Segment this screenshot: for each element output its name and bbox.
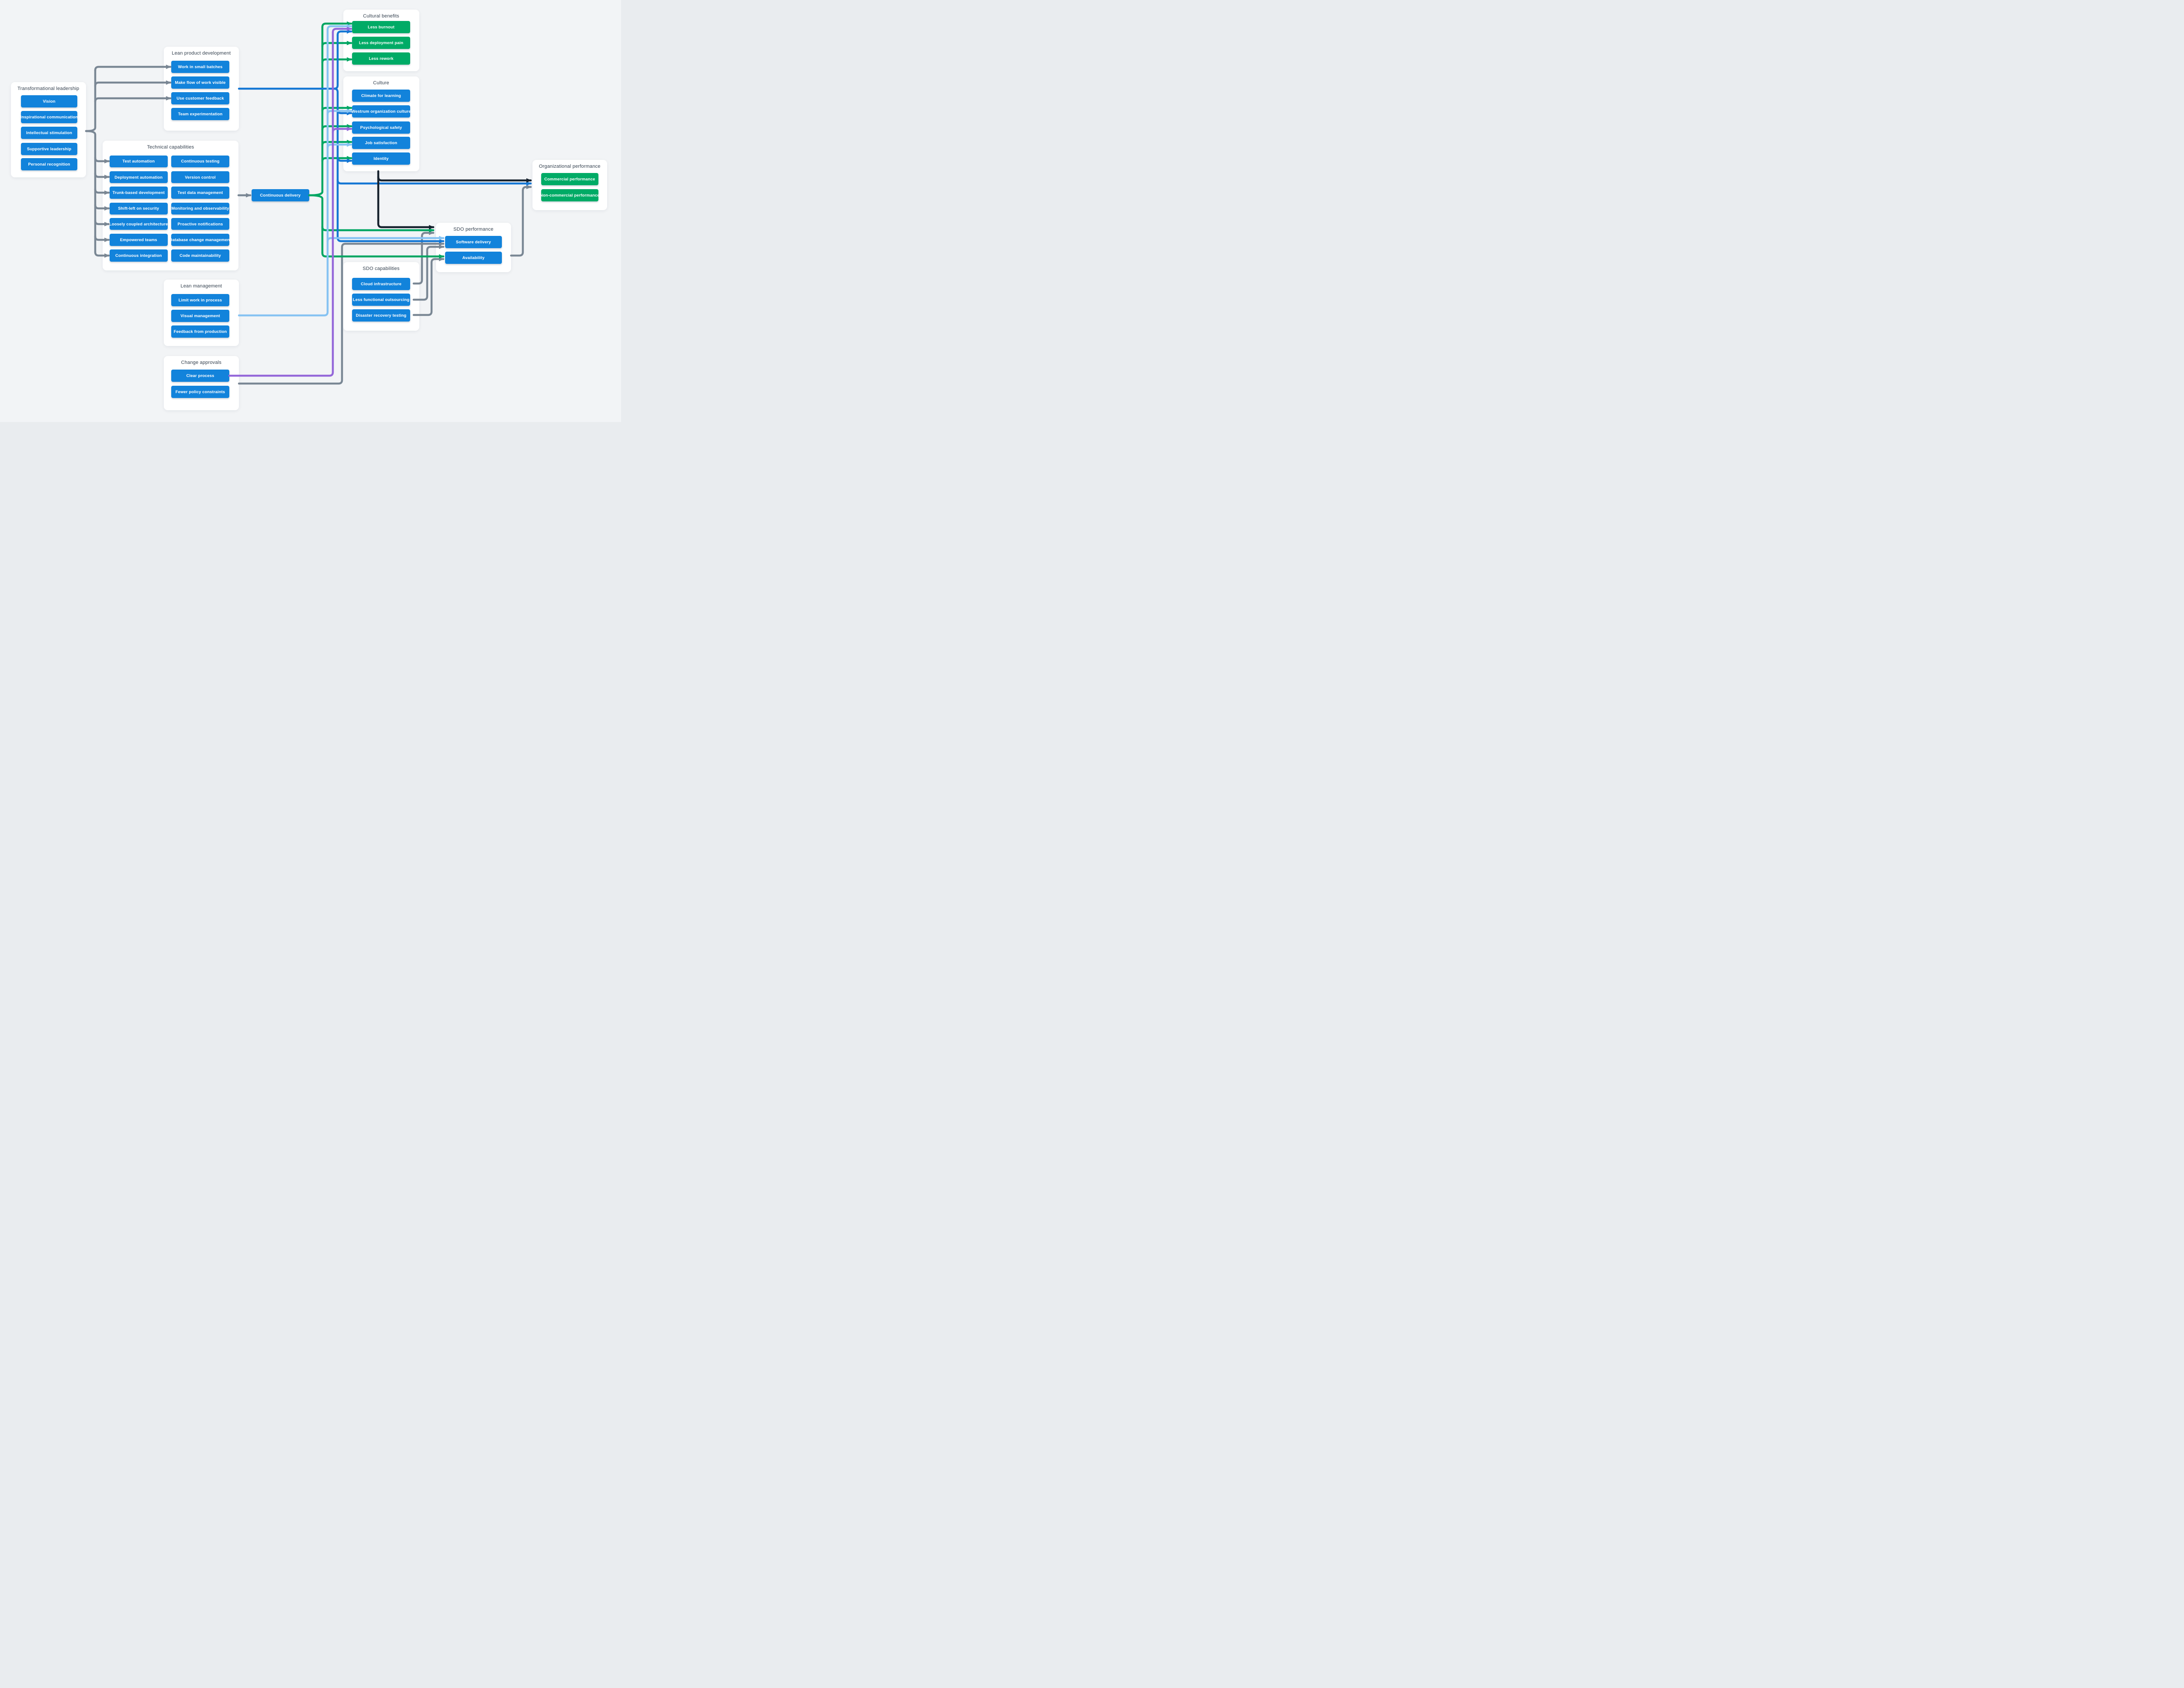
group-title-culture: Culture [373, 80, 389, 86]
node-make-flow-of-work-visible: Make flow of work visible [171, 76, 229, 89]
edge-transformational-leadership--use-customer-feedback [94, 96, 172, 103]
group-change-approvals: Change approvals [163, 356, 239, 410]
node-deployment-automation: Deployment automation [110, 171, 168, 183]
rail-clear-process [228, 31, 334, 377]
group-title-lean-product-development: Lean product development [172, 51, 231, 56]
rail-continuous-delivery [308, 194, 324, 254]
node-clear-process: Clear process [171, 370, 229, 382]
node-proactive-notifications: Proactive notifications [171, 218, 229, 230]
node-commercial-performance: Commercial performance [541, 173, 598, 186]
rail-transformational-leadership [85, 130, 97, 253]
rail-transformational-leadership [85, 69, 97, 132]
edge-lean-product-development--commercial-performance [336, 179, 532, 186]
node-non-commercial-performance: Non-commercial performance [540, 189, 600, 201]
edge-lean-product-development--software-delivery [336, 236, 445, 243]
node-continuous-delivery: Continuous delivery [252, 189, 309, 201]
group-title-technical-capabilities: Technical capabilities [147, 145, 194, 150]
node-limit-work-in-process: Limit work in process [171, 294, 229, 306]
node-supportive-leadership: Supportive leadership [21, 142, 77, 155]
connector-layer [85, 21, 532, 385]
node-continuous-integration: Continuous integration [110, 249, 168, 262]
group-title-sdo-capabilities: SDO capabilities [363, 266, 400, 272]
node-use-customer-feedback: Use customer feedback [171, 92, 229, 105]
node-team-experimentation: Team experimentation [171, 107, 229, 120]
rail-lean-management [238, 28, 329, 317]
group-title-change-approvals: Change approvals [181, 360, 222, 365]
group-title-sdo-performance: SDO performance [453, 226, 494, 232]
node-cloud-infrastructure: Cloud infrastructure [352, 277, 410, 290]
edge-continuous-delivery--availability [321, 252, 445, 259]
edge-transformational-leadership--work-in-small-batches [94, 65, 172, 72]
edge-transformational-leadership--make-flow-of-work-visible [94, 80, 172, 87]
group-title-organizational-performance: Organizational performance [539, 164, 601, 169]
node-test-data-management: Test data management [171, 187, 229, 199]
node-psychological-safety: Psychological safety [352, 121, 410, 134]
edge-sdo-performance--organizational-performance [510, 185, 532, 257]
node-visual-management: Visual management [171, 310, 229, 322]
group-title-lean-management: Lean management [180, 284, 222, 289]
node-disaster-recovery-testing: Disaster recovery testing [352, 309, 410, 322]
node-version-control: Version control [171, 171, 229, 183]
node-personal-recognition: Personal recognition [21, 158, 77, 170]
node-climate-for-learning: Climate for learning [352, 90, 410, 102]
node-less-rework: Less rework [352, 52, 410, 65]
node-shift-left-on-security: Shift-left on security [110, 202, 168, 214]
node-code-maintainability: Code maintainability [171, 249, 229, 262]
node-database-change-management: Database change management [169, 234, 231, 246]
node-fewer-policy-constraints: Fewer policy constraints [171, 385, 229, 398]
node-test-automation: Test automation [110, 155, 168, 167]
group-title-transformational-leadership: Transformational leadership [17, 86, 79, 91]
edge-culture--commercial-performance [377, 176, 532, 183]
node-empowered-teams: Empowered teams [110, 234, 168, 246]
edge-lean-management--software-delivery [326, 236, 445, 243]
node-intellectual-stimulation: Intellectual stimulation [21, 127, 77, 139]
edge-continuous-delivery--sdo-performance [321, 225, 435, 232]
group-title-cultural-benefits: Cultural benefits [363, 13, 399, 19]
edge-culture--sdo-performance [377, 219, 435, 229]
node-trunk-based-development: Trunk-based development [110, 187, 168, 199]
node-monitoring-and-observability: Monitoring and observability [171, 202, 229, 214]
node-feedback-from-production: Feedback from production [171, 325, 229, 338]
node-westrum-organization-culture: Westrum organization culture [351, 105, 411, 118]
node-job-satisfaction: Job satisfaction [352, 136, 410, 149]
rail-continuous-delivery [308, 26, 324, 197]
rail-lean-product-development [333, 87, 339, 239]
node-less-burnout: Less burnout [352, 21, 410, 34]
rail-lean-product-development [238, 34, 339, 90]
node-inspirational-communication: Inspirational communication [21, 111, 78, 123]
node-software-delivery: Software delivery [445, 235, 502, 248]
node-loosely-coupled-architecture: Loosely coupled architecture [109, 218, 168, 230]
node-continuous-testing: Continuous testing [171, 155, 229, 167]
node-less-functional-outsourcing: Less functional outsourcing [352, 294, 410, 306]
node-work-in-small-batches: Work in small batches [171, 61, 229, 73]
node-less-deployment-pain: Less deployment pain [352, 37, 410, 49]
node-identity: Identity [352, 152, 410, 165]
node-vision: Vision [21, 95, 77, 107]
node-availability: Availability [445, 252, 502, 264]
